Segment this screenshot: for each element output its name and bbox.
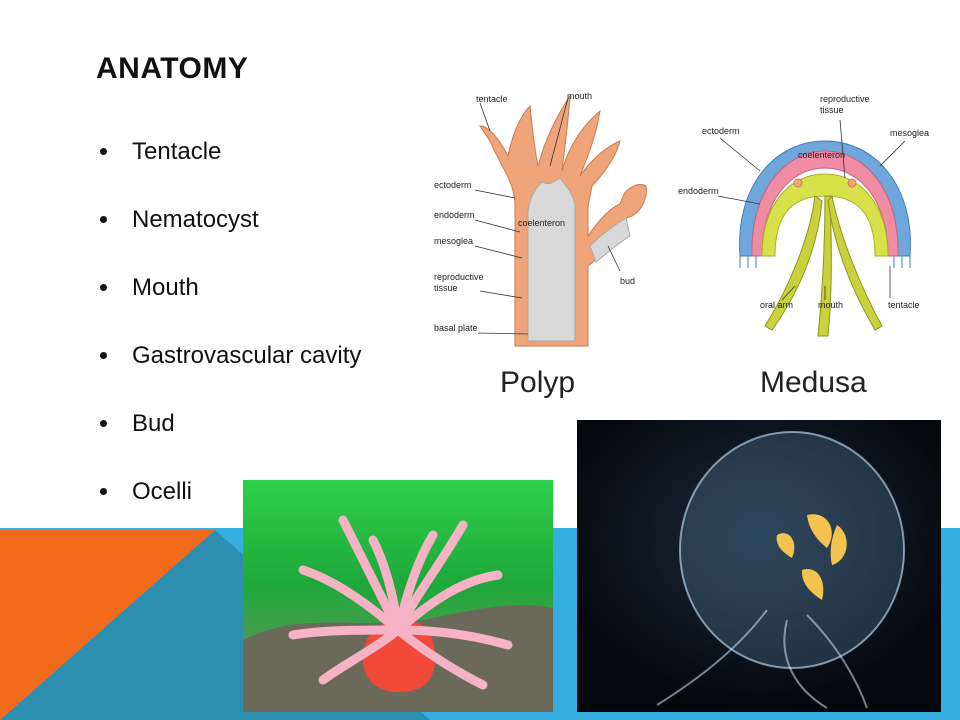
polyp-caption: Polyp [500,366,575,399]
polyp-label-ectoderm: ectoderm [434,180,472,190]
leader-line [474,245,523,259]
medusa-oral-arm [817,195,832,337]
medusa-oral-arm [764,195,823,331]
bullet-list: Tentacle Nematocyst Mouth Gastrovascular… [100,138,361,546]
bullet-dot [100,352,107,359]
medusa-label-reproductive: reproductive [820,94,870,104]
leader-line [474,189,516,199]
polyp-label-mesoglea: mesoglea [434,236,473,246]
bullet-item: Gastrovascular cavity [100,342,361,410]
bullet-dot [100,420,107,427]
medusa-label-endoderm: endoderm [678,186,719,196]
bullet-item: Tentacle [100,138,221,206]
polyp-label-tentacle: tentacle [476,94,508,104]
anemone-tentacles [288,515,513,690]
sea-anemone-photo [243,480,553,712]
bullet-item: Bud [100,410,175,478]
bullet-item: Mouth [100,274,199,342]
bullet-dot [100,216,107,223]
polyp-figure: tentacle mouth ectoderm endoderm mesogle… [434,91,647,399]
medusa-caption: Medusa [760,366,867,399]
medusa-label-ectoderm: ectoderm [702,126,740,136]
leader-line [879,140,906,167]
medusa-label-coelenteron: coelenteron [798,150,845,160]
medusa-label-tissue: tissue [820,105,844,115]
medusa-label-mouth: mouth [818,300,843,310]
leader-line [479,290,523,299]
slide-title: ANATOMY [96,52,249,85]
medusa-coelenteron-layer [761,173,889,257]
bullet-dot [100,148,107,155]
polyp-coelenteron [527,177,576,342]
jellyfish-oral-arms [656,609,868,709]
medusa-label-tentacle: tentacle [888,300,920,310]
leader-line [607,245,621,272]
jellyfish-gonads [776,514,847,600]
leader-line [717,195,761,205]
medusa-mesoglea [751,150,899,257]
bullet-item: Nematocyst [100,206,259,274]
polyp-label-basal-plate: basal plate [434,323,478,333]
leader-line [549,97,569,167]
leader-line [479,102,491,132]
leader-line [474,219,521,233]
leader-line [781,285,796,301]
medusa-figure: reproductive tissue ectoderm mesoglea co… [678,94,929,399]
polyp-label-tissue: tissue [434,283,458,293]
medusa-label-mesoglea: mesoglea [890,128,929,138]
anatomy-diagram: tentacle mouth ectoderm endoderm mesogle… [434,91,929,399]
medusa-oral-arm [827,194,883,331]
jellyfish-photo [577,420,941,712]
leader-line [839,119,846,179]
medusa-reproductive-tissue [793,178,803,188]
leader-line [719,137,761,172]
medusa-reproductive-tissue [847,178,857,188]
polyp-label-coelenteron: coelenteron [518,218,565,228]
polyp-label-reproductive: reproductive [434,272,484,282]
polyp-label-bud: bud [620,276,635,286]
leader-line [477,332,529,335]
medusa-tentacles [739,256,911,268]
band-orange [0,530,215,720]
bullet-dot [100,488,107,495]
polyp-bud [589,217,631,263]
bullet-item: Ocelli [100,478,192,546]
polyp-label-mouth: mouth [567,91,592,101]
polyp-label-endoderm: endoderm [434,210,475,220]
medusa-label-oral-arm: oral arm [760,300,793,310]
bullet-dot [100,284,107,291]
